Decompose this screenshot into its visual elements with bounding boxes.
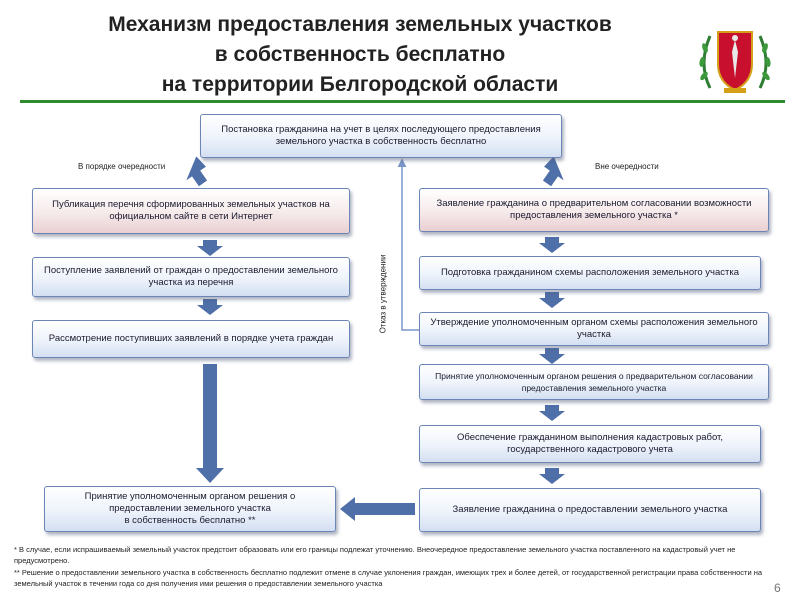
- page-title: Механизм предоставления земельных участк…: [20, 10, 700, 100]
- right-step-4-box: Принятие уполномоченным органом решения …: [419, 364, 769, 400]
- footnote-1: * В случае, если испрашиваемый земельный…: [14, 545, 736, 565]
- right-step-5-text: Обеспечение гражданином выполнения кадас…: [457, 432, 723, 455]
- left-step-2-text: Поступление заявлений от граждан о предо…: [44, 265, 338, 288]
- arrow-to-final-box: [340, 497, 415, 521]
- final-decision-line-2: предоставлении земельного участка: [109, 503, 271, 514]
- right-step-3-box: Утверждение уполномоченным органом схемы…: [419, 312, 769, 346]
- right-step-5-box: Обеспечение гражданином выполнения кадас…: [419, 425, 761, 463]
- right-step-1-text: Заявление гражданина о предварительном с…: [436, 198, 752, 221]
- step-registration-box: Постановка гражданина на учет в целях по…: [200, 114, 562, 158]
- arrow-to-right-branch: [542, 156, 564, 187]
- left-step-3-box: Рассмотрение поступивших заявлений в пор…: [32, 320, 350, 358]
- title-divider: [20, 100, 785, 103]
- arrow-left-2-3: [197, 299, 223, 315]
- footnote-2: ** Решение о предоставлении земельного у…: [14, 568, 763, 588]
- coat-of-arms-icon: [699, 31, 771, 93]
- refusal-label: Отказ в утверждении: [378, 254, 388, 334]
- left-branch-label: В порядке очередности: [78, 162, 166, 171]
- step-registration-text: Постановка гражданина на учет в целях по…: [221, 124, 541, 147]
- title-line-3: на территории Белгородской области: [161, 73, 559, 96]
- left-step-3-text: Рассмотрение поступивших заявлений в пор…: [48, 333, 334, 344]
- arrow-right-2-3: [539, 292, 565, 308]
- right-branch-label: Вне очередности: [595, 162, 659, 171]
- right-step-1-box: Заявление гражданина о предварительном с…: [419, 188, 769, 232]
- right-step-4-text: Принятие уполномоченным органом решения …: [435, 371, 753, 393]
- arrow-right-5-6: [539, 468, 565, 484]
- left-step-2-box: Поступление заявлений от граждан о предо…: [32, 257, 350, 297]
- right-step-6-box: Заявление гражданина о предоставлении зе…: [419, 488, 761, 532]
- left-step-1-box: Публикация перечня сформированных земель…: [32, 188, 350, 234]
- right-step-2-text: Подготовка гражданином схемы расположени…: [440, 267, 740, 278]
- right-step-6-text: Заявление гражданина о предоставлении зе…: [452, 504, 728, 515]
- final-decision-box: Принятие уполномоченным органом решения …: [44, 486, 336, 532]
- arrow-left-1-2: [197, 240, 223, 256]
- arrow-right-3-4: [539, 348, 565, 364]
- arrow-to-left-branch: [186, 156, 208, 187]
- right-step-2-box: Подготовка гражданином схемы расположени…: [419, 256, 761, 290]
- refusal-feedback-line: [397, 158, 419, 331]
- title-line-1: Механизм предоставления земельных участк…: [108, 13, 612, 36]
- left-step-1-text: Публикация перечня сформированных земель…: [52, 199, 330, 222]
- arrow-left-to-final: [196, 364, 224, 483]
- right-step-3-text: Утверждение уполномоченным органом схемы…: [430, 317, 758, 340]
- page-number: 6: [774, 581, 781, 595]
- arrow-right-1-2: [539, 237, 565, 253]
- final-decision-line-3: в собственность бесплатно **: [124, 515, 256, 526]
- arrow-right-4-5: [539, 405, 565, 421]
- final-decision-line-1: Принятие уполномоченным органом решения …: [84, 491, 296, 502]
- title-line-2: в собственность бесплатно: [214, 43, 506, 66]
